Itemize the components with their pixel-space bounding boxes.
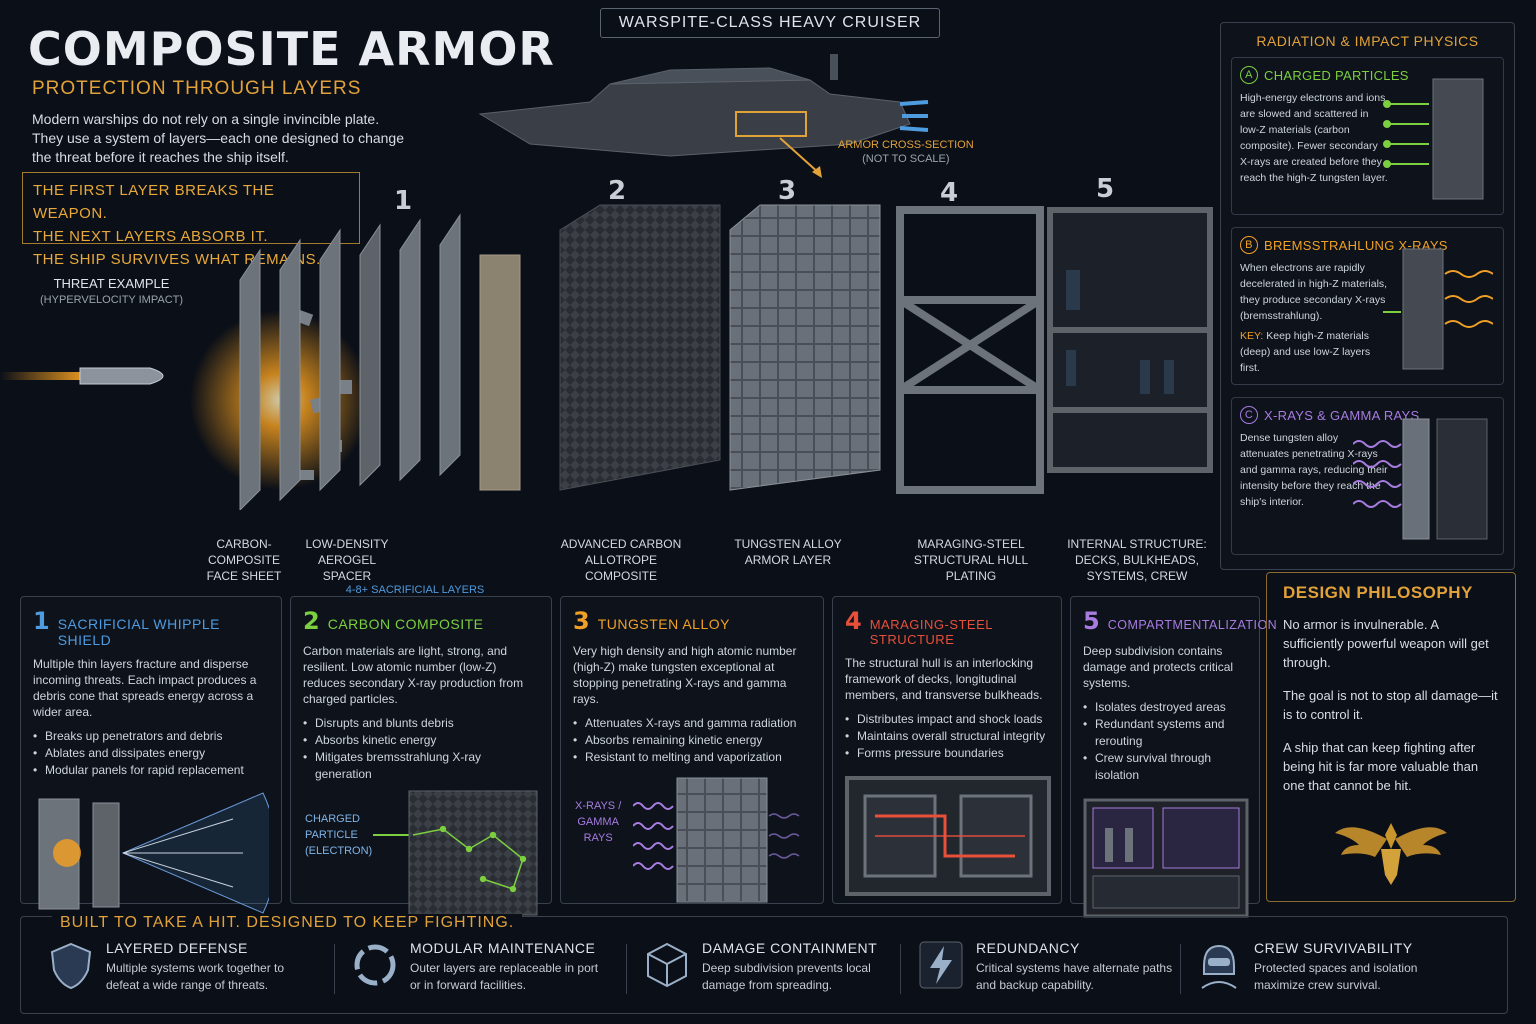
feature-damage-containment: DAMAGE CONTAINMENT Deep subdivision prev… xyxy=(644,940,902,994)
cube-icon xyxy=(647,942,687,988)
footer-title: BUILT TO TAKE A HIT. DESIGNED TO KEEP FI… xyxy=(52,914,523,932)
philosophy-paragraph: A ship that can keep fighting after bein… xyxy=(1283,740,1479,793)
label-internal: INTERNAL STRUCTURE: DECKS, BULKHEADS, SY… xyxy=(1067,537,1207,583)
steel-frame-diagram xyxy=(845,776,1051,896)
callout-line: THE NEXT LAYERS ABSORB IT. xyxy=(33,228,269,245)
philosophy-paragraph: No armor is invulnerable. A sufficiently… xyxy=(1283,617,1489,670)
cross-section-highlight xyxy=(735,111,807,137)
callout-line: THE FIRST LAYER BREAKS THE WEAPON. xyxy=(33,182,275,222)
eagle-emblem-icon xyxy=(1335,823,1447,885)
label-sacrificial: 4-8+ SACRIFICIAL LAYERS xyxy=(345,584,485,596)
carbon-electron-diagram xyxy=(373,790,538,916)
philosophy-paragraph: The goal is not to stop all damage—it is… xyxy=(1283,688,1498,722)
gamma-diagram xyxy=(1353,418,1488,540)
projectile-impact xyxy=(0,310,360,490)
panel-compartment: 5 COMPARTMENTALIZATION Deep subdivision … xyxy=(1070,596,1277,918)
projectile-icon xyxy=(79,367,164,385)
bremsstrahlung-diagram xyxy=(1383,248,1493,370)
footer-bar xyxy=(20,916,1508,1014)
steel-structure xyxy=(896,206,1044,494)
cycle-icon xyxy=(354,944,396,986)
physics-section-a: A CHARGED PARTICLES High-energy electron… xyxy=(1231,57,1504,215)
feature-modular-maintenance: MODULAR MAINTENANCE Outer layers are rep… xyxy=(352,940,610,994)
shield-icon xyxy=(50,942,92,990)
physics-section-c: C X-RAYS & GAMMA RAYS Dense tungsten all… xyxy=(1231,397,1504,555)
threat-label: THREAT EXAMPLE (HYPERVELOCITY IMPACT) xyxy=(40,276,184,306)
layer-number: 5 xyxy=(1096,174,1115,204)
physics-panel: RADIATION & IMPACT PHYSICS A CHARGED PAR… xyxy=(1220,22,1515,570)
feature-layered-defense: LAYERED DEFENSE Multiple systems work to… xyxy=(48,940,306,994)
panel-steel: 4 MARAGING-STEEL STRUCTURE The structura… xyxy=(832,596,1062,904)
crew-figures xyxy=(1066,270,1174,394)
layer-number: 3 xyxy=(778,176,797,206)
callout-line: THE SHIP SURVIVES WHAT REMAINS. xyxy=(33,251,321,268)
label-carbon: ADVANCED CARBON ALLOTROPE COMPOSITE xyxy=(560,537,682,583)
label-face-sheet: CARBON-COMPOSITE FACE SHEET xyxy=(206,537,282,583)
carbon-composite-block xyxy=(559,204,721,491)
bolt-icon xyxy=(919,941,963,989)
divider xyxy=(900,944,901,994)
xray-label: X-RAYS / GAMMA RAYS xyxy=(575,800,622,844)
callout-box: THE FIRST LAYER BREAKS THE WEAPON. THE N… xyxy=(22,172,360,268)
intro-text: Modern warships do not rely on a single … xyxy=(32,111,404,165)
philosophy-title: DESIGN PHILOSOPHY xyxy=(1283,583,1473,602)
physics-title: RADIATION & IMPACT PHYSICS xyxy=(1256,33,1479,49)
feature-redundancy: REDUNDANCY Critical systems have alterna… xyxy=(918,940,1176,994)
divider xyxy=(1180,944,1181,994)
internal-structure xyxy=(1047,207,1213,473)
label-steel: MARAGING-STEEL STRUCTURAL HULL PLATING xyxy=(913,537,1029,583)
tungsten-block xyxy=(729,204,881,491)
page-title: COMPOSITE ARMOR xyxy=(28,22,555,76)
cross-section-label: ARMOR CROSS-SECTION (NOT TO SCALE) xyxy=(838,139,974,165)
tungsten-xray-diagram xyxy=(633,777,800,903)
charged-particle-label: CHARGED PARTICLE (ELECTRON) xyxy=(305,813,373,857)
layer-number: 4 xyxy=(940,178,959,208)
feature-crew-survivability: CREW SURVIVABILITY Protected spaces and … xyxy=(1196,940,1454,994)
divider xyxy=(334,944,335,994)
divider xyxy=(626,944,627,994)
armor-cross-section xyxy=(239,204,1213,510)
ship-class-label: WARSPITE-CLASS HEAVY CRUISER xyxy=(600,8,940,38)
badge-a: A xyxy=(1240,66,1258,84)
compartment-diagram xyxy=(1083,798,1249,918)
page-subtitle: PROTECTION THROUGH LAYERS xyxy=(32,78,362,99)
whipple-plates xyxy=(239,213,521,510)
label-tungsten: TUNGSTEN ALLOY ARMOR LAYER xyxy=(734,537,842,567)
panel-whipple: 1 SACRIFICIAL WHIPPLE SHIELD Multiple th… xyxy=(20,596,282,914)
panel-tungsten: 3 TUNGSTEN ALLOY Very high density and h… xyxy=(560,596,824,904)
badge-c: C xyxy=(1240,406,1258,424)
helmet-icon xyxy=(1201,944,1237,989)
label-aerogel: LOW-DENSITY AEROGEL SPACER xyxy=(305,537,389,583)
layer-number: 2 xyxy=(608,176,627,206)
debris-cone-diagram xyxy=(38,792,277,914)
badge-b: B xyxy=(1240,236,1258,254)
cruiser-illustration xyxy=(478,54,929,178)
layer-number: 1 xyxy=(394,186,413,216)
particle-diagram xyxy=(1383,78,1484,200)
panel-carbon: 2 CARBON COMPOSITE Carbon materials are … xyxy=(290,596,552,916)
design-philosophy-panel: DESIGN PHILOSOPHY No armor is invulnerab… xyxy=(1266,572,1516,902)
physics-section-b: B BREMSSTRAHLUNG X-RAYS When electrons a… xyxy=(1231,227,1504,385)
